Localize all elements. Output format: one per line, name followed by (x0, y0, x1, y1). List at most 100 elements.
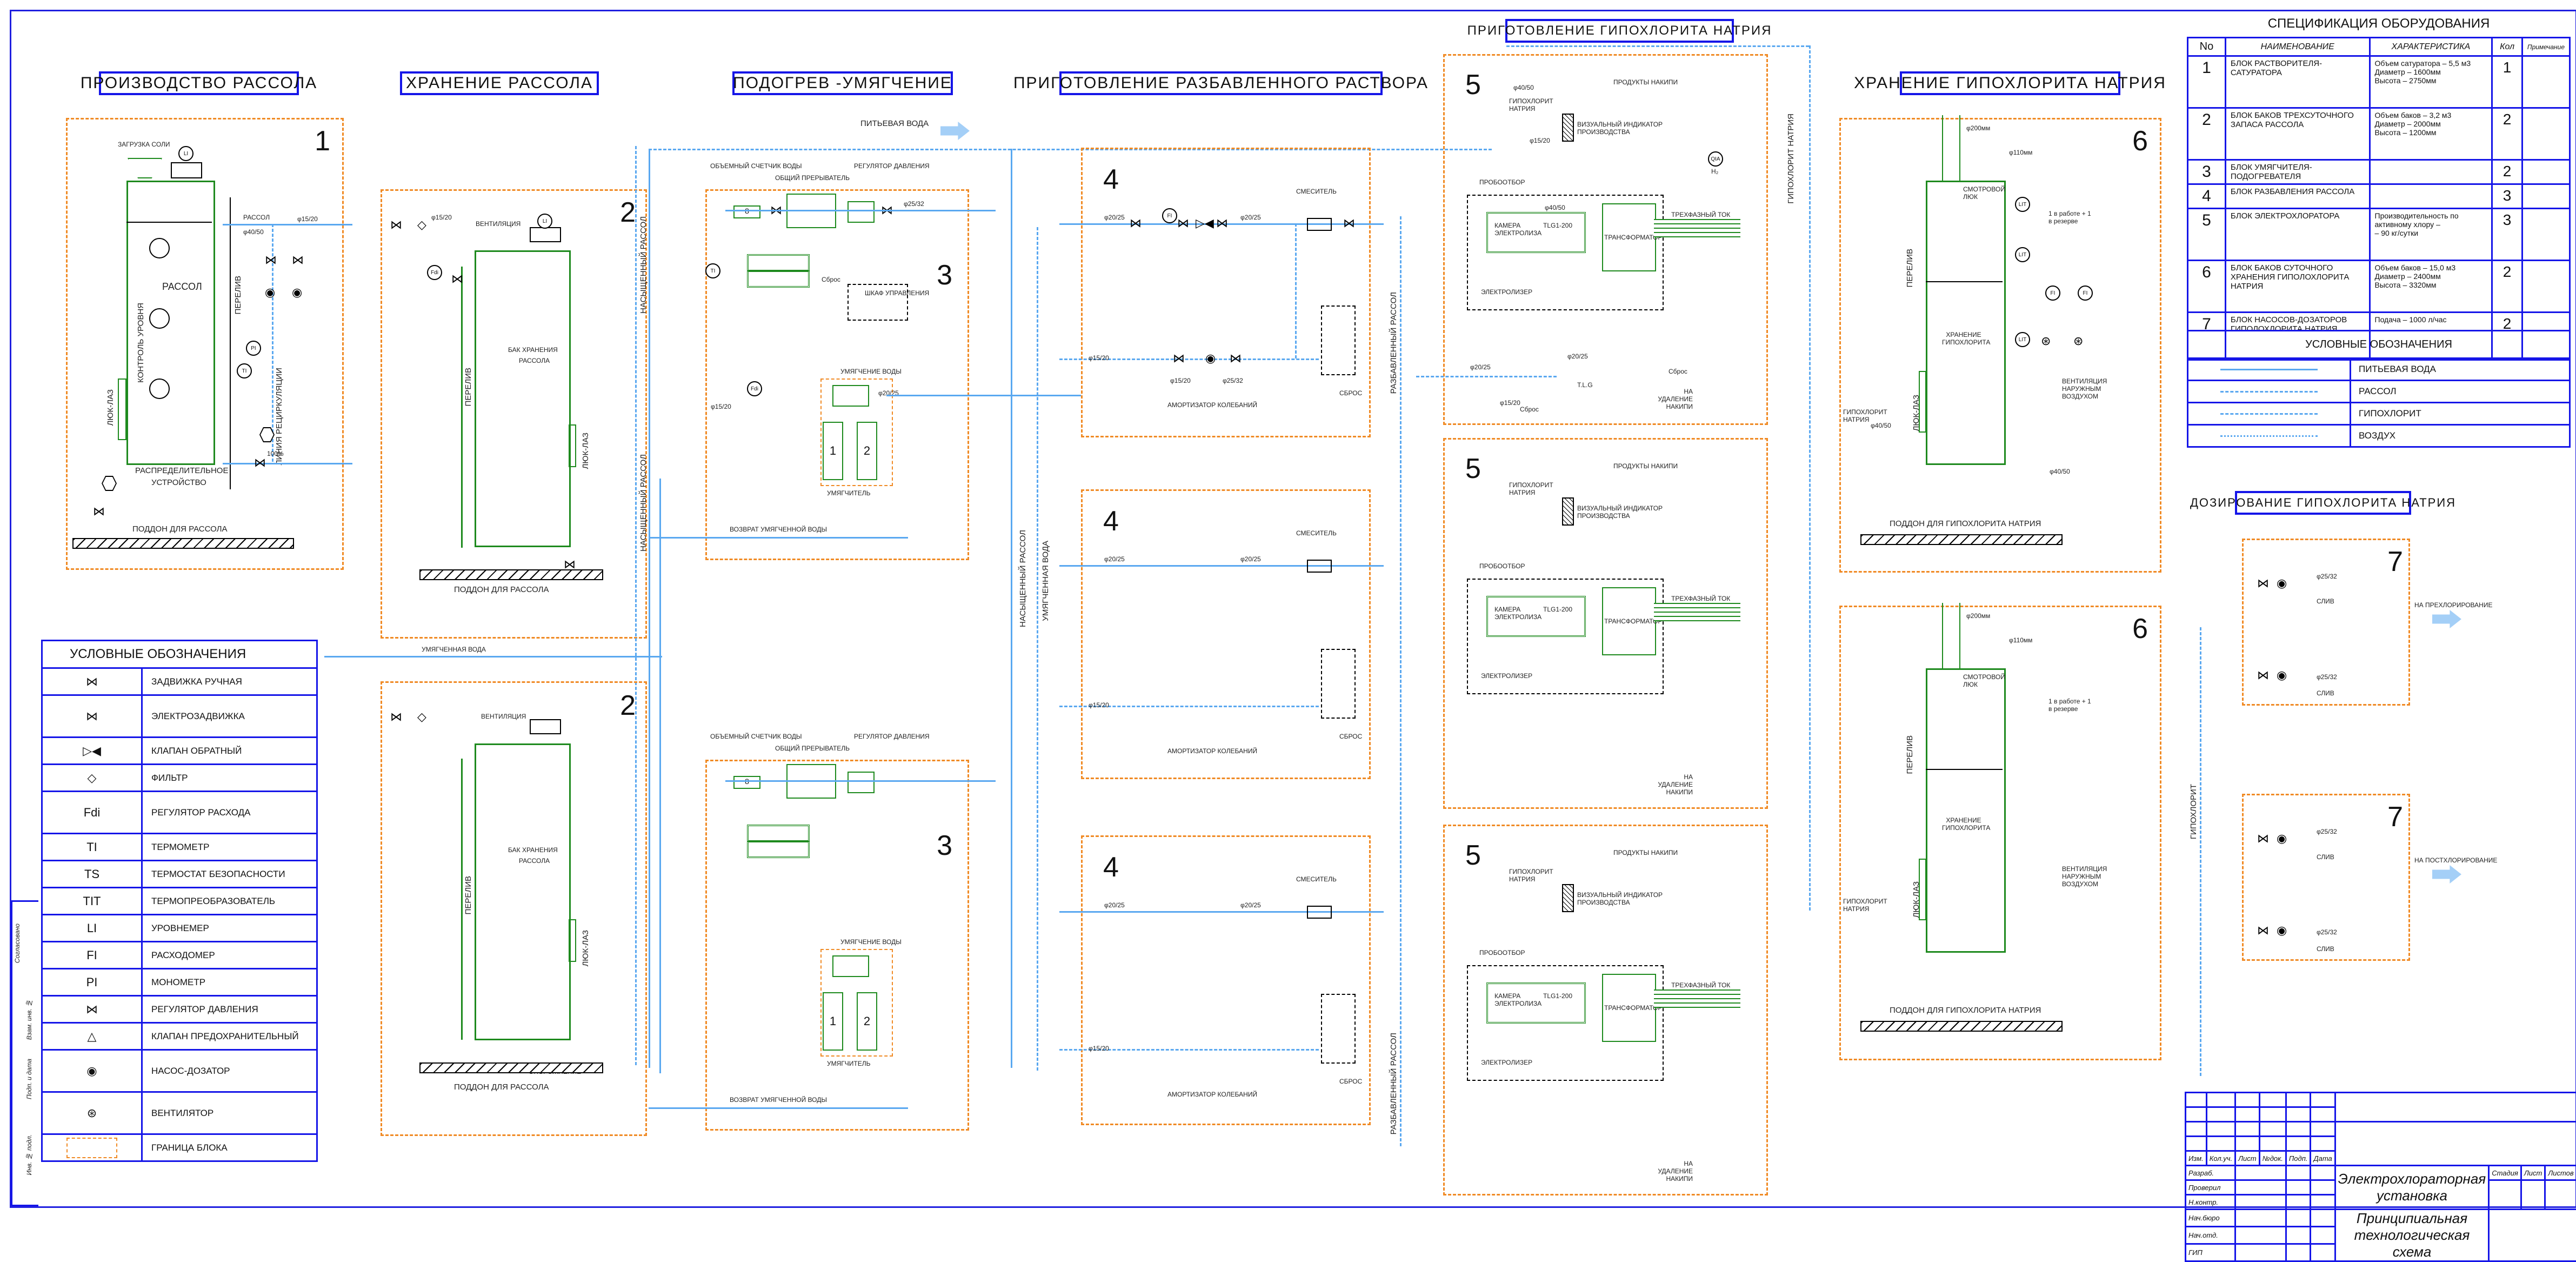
filter-icon[interactable]: ◇ (417, 218, 426, 231)
pipe-diameter-label: φ20/25 (1104, 901, 1125, 909)
electric-valve-icon[interactable]: ⋈ (292, 253, 304, 267)
pipe-diameter-label: φ15/20 (1530, 137, 1550, 144)
damper-box (1321, 649, 1356, 719)
electric-valve-icon[interactable]: ⋈ (1130, 216, 1142, 230)
electric-valve-icon[interactable]: ⋈ (265, 253, 277, 267)
gate-valve-icon[interactable]: ⋈ (2257, 576, 2269, 590)
role-label: ГИП (2184, 1243, 2237, 1262)
safety-valve-icon: △ (41, 1022, 143, 1051)
heat-exchanger (747, 841, 810, 858)
symbol-legend-label: ТЕРМОМЕТР (141, 833, 318, 861)
drain-valve-icon[interactable]: ⋈ (93, 504, 105, 518)
spec-row-name: БЛОК ЭЛЕКТРОХЛОРАТОРА (2224, 208, 2371, 261)
spec-header-note: Примечание (2521, 37, 2571, 57)
manhole (1919, 371, 1926, 433)
gate-valve-icon[interactable]: ⋈ (2257, 924, 2269, 937)
brine-tray (72, 538, 294, 549)
spec-row-name: БЛОК УМЯГЧИТЕЛЯ-ПОДОГРЕВАТЕЛЯ (2224, 159, 2371, 185)
gate-valve-icon[interactable]: ⋈ (254, 456, 266, 469)
spec-row-qty: 3 (2491, 208, 2523, 261)
electrolyzer-box (1467, 579, 1664, 694)
softening-label: УМЯГЧЕНИЕ ВОДЫ (840, 938, 902, 946)
tank-label: БАК ХРАНЕНИЯ (508, 846, 558, 854)
symbol-legend-row: ◉НАСОС-ДОЗАТОР (41, 1049, 318, 1093)
visual-indicator-label: ВИЗУАЛЬНЫЙ ИНДИКАТОР ПРОИЗВОДСТВА (1577, 891, 1663, 906)
symbol-legend-title: УСЛОВНЫЕ ОБОЗНАЧЕНИЯ (41, 640, 318, 669)
drinking-water-label: ПИТЬЕВАЯ ВОДА (860, 119, 929, 128)
section-title-heating-softening: ПОДОГРЕВ -УМЯГЧЕНИЕ (732, 71, 953, 95)
hypochlorite-label: ГИПОХЛОРИТ НАТРИЯ (1509, 97, 1553, 112)
section-title-brine-storage: ХРАНЕНИЕ РАССОЛА (400, 71, 599, 95)
fan-icon[interactable]: ⊛ (2073, 334, 2084, 348)
dosing-pump-icon[interactable]: ◉ (2277, 924, 2287, 937)
object-name: Электрохлораторная установка (2334, 1165, 2490, 1210)
gate-valve-icon[interactable]: ⋈ (1173, 351, 1185, 365)
filter-icon[interactable]: ◇ (417, 710, 426, 723)
gate-valve-icon[interactable]: ⋈ (390, 218, 402, 231)
gate-valve-icon[interactable]: ⋈ (2257, 832, 2269, 845)
line-sample-dashdot (2220, 413, 2318, 415)
block-5-boundary: 5 (1443, 54, 1768, 425)
gate-valve-icon[interactable]: ⋈ (1216, 216, 1228, 230)
hypochlorite-storage-tank (1926, 181, 2006, 465)
dosing-pump-icon[interactable]: ◉ (2277, 668, 2287, 682)
gate-valve-icon[interactable]: ⋈ (2257, 668, 2269, 682)
model-label: TLG1-200 (1543, 992, 1573, 1000)
spec-row-note (2521, 159, 2571, 185)
softener-column-2: 2 (857, 422, 877, 480)
ventilation-label: ВЕНТИЛЯЦИЯ НАРУЖНЫМ ВОЗДУХОМ (2062, 865, 2107, 888)
block-6-boundary: 6 (1839, 118, 2161, 573)
check-valve-icon[interactable]: ▷◀ (1196, 216, 1214, 230)
gate-valve-icon[interactable]: ⋈ (451, 272, 463, 285)
spec-char-line: Диаметр – 1600мм (2374, 68, 2441, 76)
tank-level-line (1926, 769, 2003, 770)
gate-valve-icon[interactable]: ⋈ (1343, 216, 1355, 230)
manual-gate-valve-icon: ⋈ (41, 667, 143, 696)
storage-label: ХРАНЕНИЕ ГИПОХЛОРИТА (1942, 816, 1991, 832)
softener-boundary (820, 378, 893, 486)
manhole-label: ЛЮК-ЛАЗ (1912, 881, 1921, 918)
gate-valve-icon[interactable]: ⋈ (390, 710, 402, 723)
level-indicator-icon: LI (537, 214, 552, 229)
spec-row-name: БЛОК РАСТВОРИТЕЛЯ-САТУРАТОРА (2224, 55, 2371, 109)
dosing-pump-icon[interactable]: ◉ (1205, 351, 1216, 365)
device-label: УСТРОЙСТВО (151, 478, 206, 487)
gate-valve-icon[interactable]: ⋈ (1230, 351, 1242, 365)
symbol-glyph: FI (86, 948, 97, 962)
section-title-hypochlorite-storage: ХРАНЕНИЕ ГИПОХЛОРИТА НАТРИЯ (1854, 71, 2165, 95)
manhole (118, 378, 126, 440)
spec-row-no: 2 (2187, 107, 2226, 161)
drain-valve-icon[interactable]: ⋈ (564, 557, 576, 571)
electric-gate-valve-icon: ⋈ (41, 694, 143, 738)
block-number: 5 (1465, 453, 1481, 484)
heat-exchanger (747, 254, 810, 271)
dosing-pump-icon[interactable]: ◉ (2277, 832, 2287, 845)
pipe-diameter-label: φ25/32 (2317, 673, 2337, 681)
flow-regulator-icon: Fdi (747, 381, 762, 396)
dosing-pump-icon[interactable]: ◉ (265, 285, 276, 299)
spec-char-line: Диаметр – 2000мм (2374, 119, 2441, 128)
dosing-pump-icon[interactable]: ◉ (2277, 576, 2287, 590)
flow-regulator-icon: Fdi (427, 265, 442, 280)
diluted-brine-label: РАЗБАВЛЕННЫЙ РАССОЛ (1389, 292, 1398, 394)
symbol-legend-row: ◇ФИЛЬТР (41, 763, 318, 792)
flowmeter-icon: FI (1162, 208, 1177, 223)
pressure-regulator-icon[interactable]: ⋈ (1177, 216, 1189, 230)
stamp-col-header: Кол.уч. (2205, 1150, 2237, 1166)
block-7-boundary: 7 (2242, 539, 2410, 706)
visual-indicator-label: ВИЗУАЛЬНЫЙ ИНДИКАТОР ПРОИЗВОДСТВА (1577, 121, 1663, 136)
hypochlorite-label: ГИПОХЛОРИТ НАТРИЯ (1509, 481, 1553, 496)
line-style-sample (2187, 380, 2351, 403)
line-legend-label: РАССОЛ (2350, 380, 2571, 403)
symbol-glyph: ⋈ (86, 674, 98, 688)
hypochlorite-label: ГИПОХЛОРИТ НАТРИЯ (1509, 868, 1553, 883)
symbol-legend-label: ТЕРМОСТАТ БЕЗОПАСНОСТИ (141, 860, 318, 888)
fan-icon[interactable]: ⊛ (2041, 334, 2051, 348)
dosing-pump-icon[interactable]: ◉ (292, 285, 303, 299)
pipe-diameter-label: φ15/20 (431, 214, 452, 221)
soft-water-pipe (324, 656, 662, 657)
manhole-label: ЛЮК-ЛАЗ (581, 433, 590, 469)
